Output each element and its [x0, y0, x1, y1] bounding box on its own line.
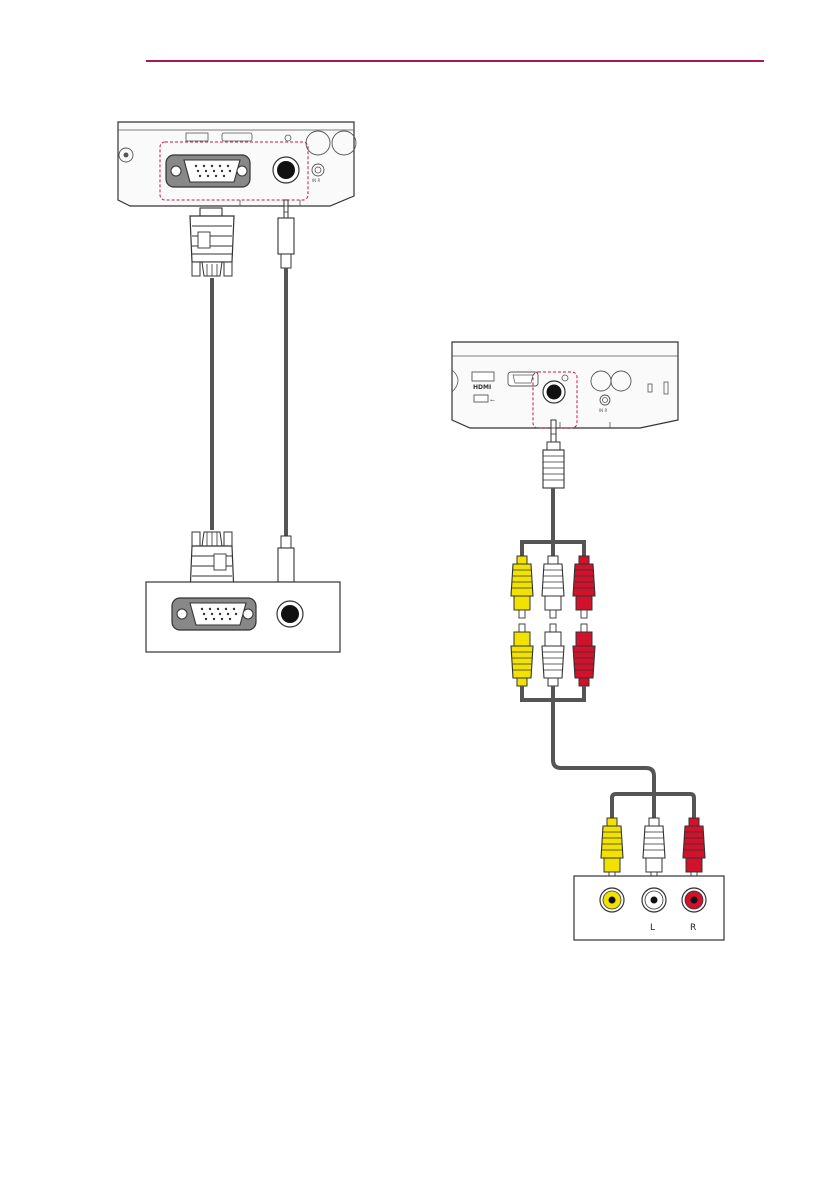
rca-plug-upper-yellow [511, 556, 533, 618]
projector-rear-panel-right: HDMI ⭠ IN R [452, 342, 678, 428]
proj-small-label-right: IN R [599, 408, 607, 413]
rca-jack-red [682, 888, 706, 912]
vga-port-projector [166, 155, 250, 187]
rgb-connection-diagram: IN R [118, 122, 356, 652]
rca-plugs-lower [511, 624, 595, 686]
rca-plugs-upper [511, 556, 595, 618]
audio-jack-projector [273, 157, 299, 183]
rca-plugs-device [601, 818, 705, 880]
rca-plug-lower-yellow [511, 624, 533, 686]
proj-small-label-left: IN R [312, 178, 320, 183]
rca-jack-white [642, 888, 666, 912]
rca-plug-device-yellow [601, 818, 623, 880]
rca-plug-upper-red [573, 556, 595, 618]
rca-plug-device-white [643, 818, 665, 880]
av-cable [553, 686, 654, 810]
rca-plug-upper-white [542, 556, 564, 618]
rca-jack-yellow [600, 888, 624, 912]
usb-symbol: ⭠ [490, 397, 495, 404]
vga-port-computer [172, 598, 256, 630]
av-device-panel: L R [574, 876, 724, 940]
rca-plug-lower-red [573, 624, 595, 686]
av-left-label: L [650, 923, 655, 933]
av-audio-plug [543, 420, 564, 488]
vga-plug-top [190, 208, 234, 276]
hdmi-label: HDMI [473, 384, 491, 391]
rca-plug-lower-white [542, 624, 564, 686]
projector-rear-panel-left: IN R [118, 122, 356, 206]
computer-panel [146, 582, 340, 652]
av-connection-diagram: HDMI ⭠ IN R [452, 342, 724, 940]
audio-jack-computer [277, 601, 303, 627]
audio-plug-top [278, 200, 294, 268]
av-right-label: R [690, 923, 696, 933]
rca-plug-device-red [683, 818, 705, 880]
